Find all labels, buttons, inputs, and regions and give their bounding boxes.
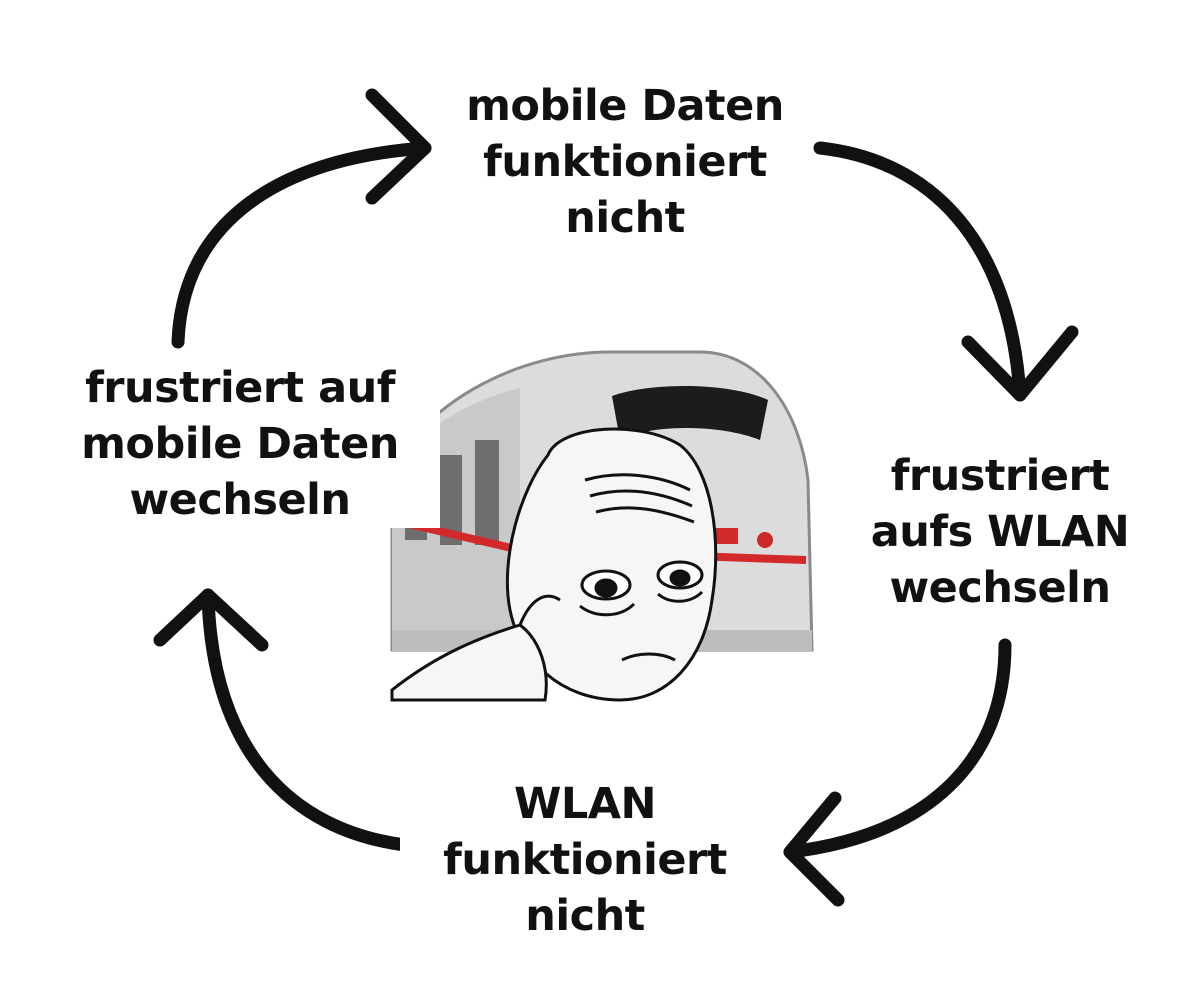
node-line: frustriert [890, 451, 1110, 501]
arrowhead-left-icon [153, 588, 269, 652]
arrowhead-bottom-icon [783, 791, 845, 907]
arrowhead-right-icon [961, 325, 1079, 402]
node-line: funktioniert [483, 137, 767, 187]
center-illustration [390, 350, 814, 702]
node-line: nicht [525, 891, 645, 941]
cycle-node-switch-to-mobile-data: frustriert auf mobile Daten wechseln [40, 360, 440, 528]
node-line: WLAN [513, 779, 657, 829]
node-line: mobile Daten [466, 81, 784, 131]
node-line: frustriert auf [85, 363, 395, 413]
arrow-right-to-bottom [783, 638, 1012, 859]
arrow-bottom-to-left [201, 588, 412, 852]
node-line: nicht [565, 193, 685, 243]
cycle-node-mobile-data-not-working: mobile Daten funktioniert nicht [440, 78, 810, 246]
cycle-node-switch-to-wlan: frustriert aufs WLAN wechseln [840, 448, 1160, 616]
node-line: funktioniert [443, 835, 727, 885]
arrowhead-top-icon [365, 88, 432, 205]
cycle-node-wlan-not-working: WLAN funktioniert nicht [400, 776, 770, 944]
node-line: wechseln [129, 475, 351, 525]
node-line: mobile Daten [81, 419, 399, 469]
sad-face-icon [390, 427, 718, 702]
arrow-top-to-right [813, 141, 1027, 402]
node-line: wechseln [889, 563, 1111, 613]
node-line: aufs WLAN [870, 507, 1130, 557]
arrow-left-to-top [171, 141, 432, 349]
